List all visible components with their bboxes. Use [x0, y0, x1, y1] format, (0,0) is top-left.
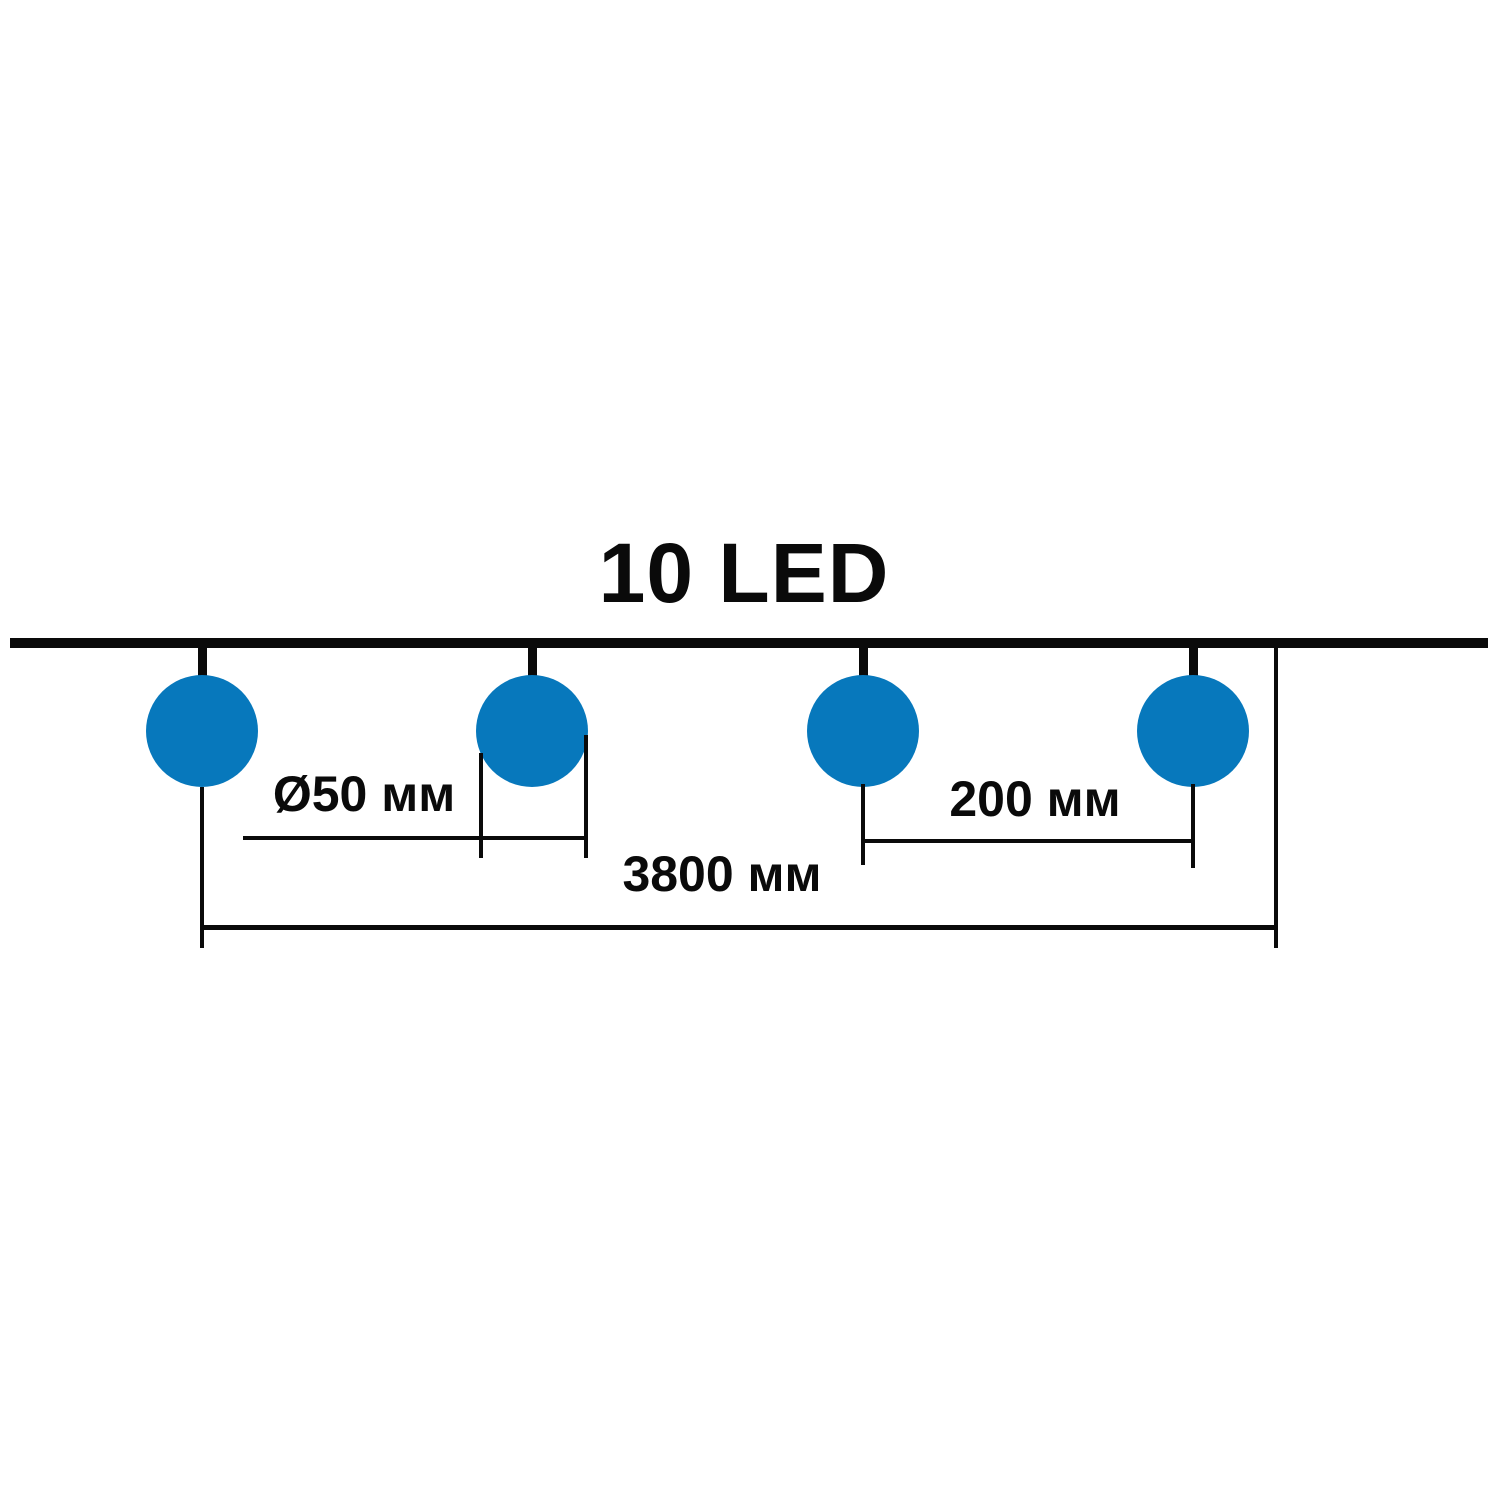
- led-bulb-3: [807, 675, 919, 787]
- extension-line-bulb1-center: [200, 787, 204, 948]
- led-bulb-4: [1137, 675, 1249, 787]
- diagram-title: 10 LED: [598, 526, 890, 620]
- extension-line-bulb2-left-edge: [479, 753, 483, 858]
- total-length-label: 3800 мм: [622, 846, 822, 902]
- extension-line-bulb2-right-edge: [584, 735, 588, 858]
- extension-line-string-end: [1274, 646, 1278, 948]
- led-bulb-1: [146, 675, 258, 787]
- extension-line-bulb4-center: [1191, 784, 1195, 868]
- extension-line-bulb3-center: [861, 784, 865, 865]
- bulb-diameter-label: Ø50 мм: [272, 766, 456, 822]
- led-bulb-2: [476, 675, 588, 787]
- string-wire: [10, 638, 1488, 648]
- dimension-line-total-length: [200, 925, 1278, 930]
- dimension-line-bulb-spacing: [861, 839, 1195, 843]
- bulb-stem-3: [859, 646, 868, 677]
- bulb-stem-2: [528, 646, 537, 677]
- bulb-stem-1: [198, 646, 207, 677]
- bulb-stem-4: [1189, 646, 1198, 677]
- bulb-spacing-label: 200 мм: [949, 771, 1121, 827]
- dimension-line-bulb-diameter: [243, 836, 588, 840]
